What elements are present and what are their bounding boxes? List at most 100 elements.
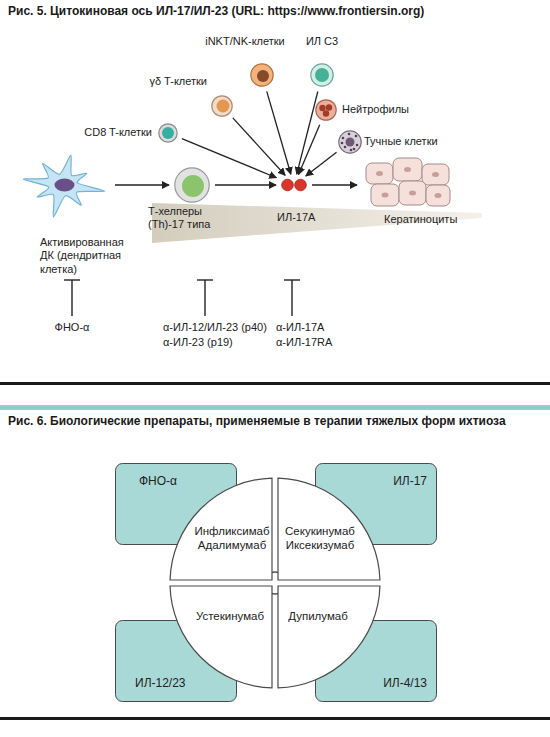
node-label: γδ T-клетки bbox=[129, 75, 207, 88]
neutrophil-node: Нейтрофилы bbox=[315, 99, 337, 121]
cell-nucleus bbox=[432, 172, 439, 177]
drug-quadrant: Дупилумаб bbox=[278, 586, 380, 688]
node-shape bbox=[338, 130, 362, 154]
cell-nucleus bbox=[162, 127, 174, 139]
target-box bbox=[116, 621, 237, 702]
cycle-backdrop bbox=[259, 567, 291, 599]
accent-bar bbox=[0, 405, 550, 410]
connector-arrow bbox=[115, 184, 169, 185]
cell-nucleus bbox=[409, 191, 416, 196]
cell-membrane bbox=[311, 64, 333, 86]
node-label: Тучные клетки bbox=[364, 135, 454, 148]
keratinocyte bbox=[422, 164, 449, 185]
node-shape bbox=[158, 123, 178, 143]
node-shape bbox=[170, 586, 272, 688]
rule-line bbox=[0, 717, 550, 720]
node-label: Устекинумаб bbox=[185, 609, 275, 623]
cell-membrane bbox=[159, 124, 177, 142]
connector-arrow bbox=[267, 91, 291, 174]
cytokine-node: ИЛ-17A bbox=[281, 179, 307, 191]
node-shape bbox=[310, 63, 334, 87]
cell-nucleus bbox=[315, 68, 329, 82]
node-label: Дупилумаб bbox=[273, 609, 363, 623]
cell-nucleus bbox=[435, 193, 442, 198]
node-shape bbox=[362, 155, 452, 215]
node-label: ИЛ-4/13 bbox=[357, 676, 427, 691]
inhibitor-label: α-ИЛ-17A bbox=[276, 321, 376, 334]
keratinocyte-node: Кератиноциты bbox=[362, 155, 452, 215]
inhibitor-label: α-ИЛ-23 (p19) bbox=[163, 336, 293, 349]
cell-granule bbox=[355, 135, 358, 138]
node-label: ИЛ-17A bbox=[277, 211, 337, 224]
figure-title: Рис. 5. Цитокиновая ось ИЛ-17/ИЛ-23 (URL… bbox=[8, 4, 544, 19]
cell-nucleus-lobe bbox=[323, 110, 329, 116]
node-label: Секукинумаб Иксекизумаб bbox=[275, 524, 365, 552]
keratinocyte bbox=[371, 184, 399, 206]
inhibitor-label: ФНО-α bbox=[40, 321, 104, 334]
connector-arrow bbox=[215, 184, 276, 185]
node-label: ИЛ-12/23 bbox=[135, 676, 205, 691]
cell-nucleus bbox=[346, 138, 355, 147]
node-shape bbox=[281, 179, 307, 191]
nk-cell-node: iNKT/NK-клетки bbox=[250, 63, 274, 87]
cell-membrane bbox=[212, 96, 232, 116]
keratinocyte bbox=[393, 158, 422, 181]
target-box bbox=[316, 621, 437, 702]
rule-line bbox=[0, 382, 550, 385]
cell-nucleus-lobe bbox=[326, 104, 332, 110]
edge-group bbox=[115, 91, 357, 185]
figure-caption: Рис. 6. Биологические препараты, применя… bbox=[8, 414, 544, 429]
keratinocyte bbox=[366, 163, 393, 184]
cell-granule bbox=[348, 133, 351, 136]
dendritic-cell-node: Активированная ДК (дендритная клетка) bbox=[15, 150, 110, 220]
connector-arrow bbox=[312, 184, 357, 185]
node-label: ИЛ-17 bbox=[367, 474, 427, 489]
cell-nucleus-lobe bbox=[319, 105, 325, 111]
drug-quadrant: Устекинумаб bbox=[170, 586, 272, 688]
cd8-cell-node: CD8 T-клетки bbox=[158, 123, 178, 143]
node-label: Активированная ДК (дендритная клетка) bbox=[40, 236, 140, 276]
drug-quadrant: Секукинумаб Иксекизумаб bbox=[278, 478, 380, 580]
inhibition-line bbox=[291, 280, 292, 316]
inhibitor-label: α-ИЛ-17RA bbox=[276, 336, 376, 349]
cell-membrane bbox=[251, 64, 273, 86]
node-label: ИЛ С3 bbox=[282, 35, 362, 48]
node-shape bbox=[315, 99, 337, 121]
drug-quadrant: Инфликсимаб Адалимумаб bbox=[170, 478, 272, 580]
ilc3-cell-node: ИЛ С3 bbox=[310, 63, 334, 87]
cytokine-dot bbox=[295, 179, 307, 191]
cycle-arrow bbox=[265, 572, 286, 579]
cell-granule bbox=[344, 146, 347, 149]
node-label: Нейтрофилы bbox=[342, 103, 422, 116]
cycle-arrow bbox=[265, 587, 286, 594]
node-label: Кератиноциты bbox=[384, 213, 474, 226]
node-shape bbox=[211, 95, 233, 117]
connector-arrow bbox=[297, 91, 318, 174]
cell-granule bbox=[350, 149, 353, 152]
node-label: ФНО-α bbox=[139, 474, 199, 489]
cell-membrane bbox=[339, 131, 361, 153]
cell-membrane bbox=[175, 168, 209, 202]
cell-nucleus bbox=[217, 100, 230, 113]
cell-granule bbox=[353, 148, 356, 151]
cell-granule bbox=[342, 137, 345, 140]
connector-arrow bbox=[306, 152, 337, 176]
th17-cell-node: Т-хелперы (Th)-17 типа bbox=[174, 167, 210, 203]
cytokine-dot bbox=[282, 179, 294, 191]
cell-nucleus bbox=[55, 179, 75, 192]
dendritic-cell-body bbox=[23, 155, 105, 217]
keratinocyte bbox=[426, 185, 450, 206]
cell-nucleus bbox=[376, 171, 383, 176]
mast-cell-node: Тучные клетки bbox=[338, 130, 362, 154]
connector-arrow bbox=[233, 118, 285, 175]
cell-granule bbox=[356, 144, 359, 147]
gd-cell-node: γδ T-клетки bbox=[211, 95, 233, 117]
inhibition-line bbox=[204, 280, 205, 316]
inhibitor-label: α-ИЛ-12/ИЛ-23 (p40) bbox=[163, 321, 293, 334]
cell-nucleus bbox=[404, 167, 411, 172]
node-shape bbox=[250, 63, 274, 87]
